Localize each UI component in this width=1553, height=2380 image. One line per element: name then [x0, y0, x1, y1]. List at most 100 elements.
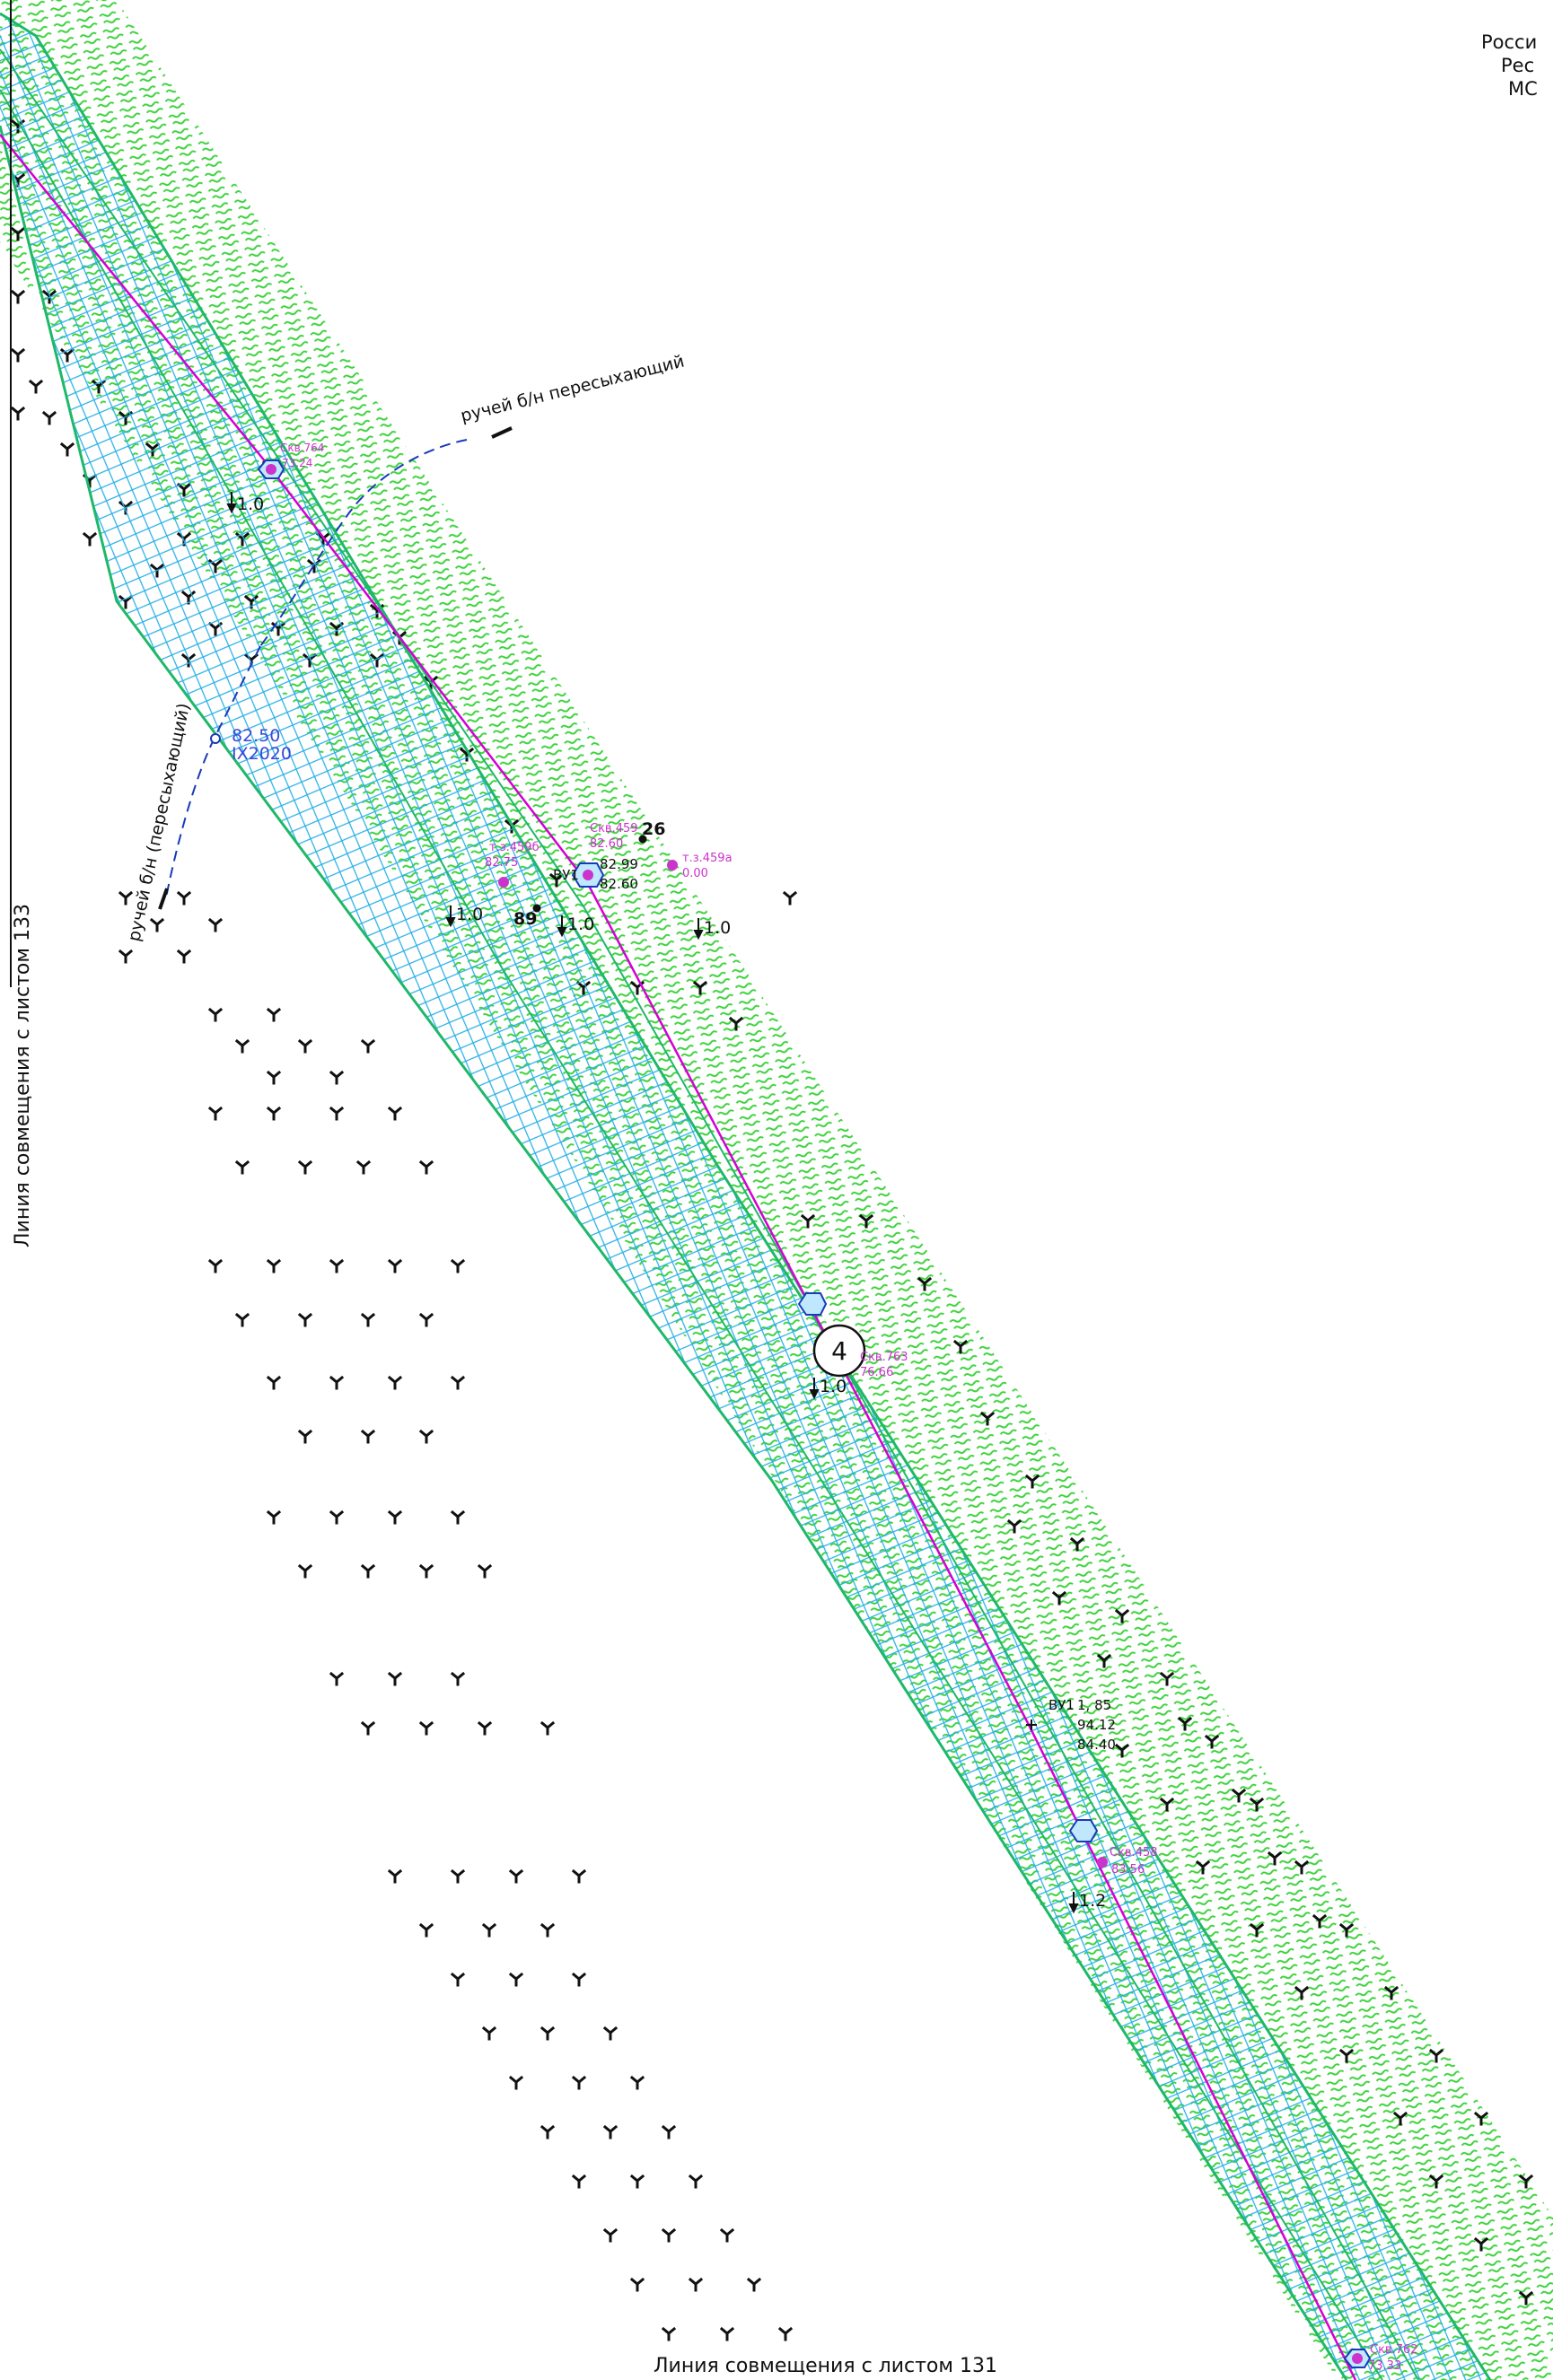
well-marker	[257, 459, 285, 479]
water-level-point	[210, 733, 221, 744]
tree-icon	[451, 1259, 465, 1273]
tree-icon	[630, 2278, 645, 2292]
well-marker	[1068, 1819, 1108, 1868]
survey-point	[638, 835, 647, 844]
bottom-match-line-label: Линия совмещения с листом 131	[654, 2355, 997, 2377]
tree-icon	[478, 1721, 492, 1736]
corner-title-line: МС	[1508, 78, 1538, 100]
control-point-elevation: 84.40	[1077, 1737, 1116, 1753]
depth-arrow-icon	[557, 915, 567, 938]
tree-icon	[329, 1672, 344, 1686]
tree-icon	[451, 1376, 465, 1390]
tree-icon	[630, 2174, 645, 2189]
tree-icon	[208, 918, 223, 932]
well-name: Скв.459	[590, 822, 638, 836]
survey-point	[532, 904, 541, 913]
tree-icon	[361, 1430, 375, 1444]
tree-icon	[540, 1923, 555, 1938]
tree-icon	[482, 1923, 496, 1938]
tree-icon	[361, 1564, 375, 1579]
tree-icon	[419, 1430, 434, 1444]
tree-icon	[572, 2076, 586, 2090]
tree-icon	[267, 1510, 281, 1525]
depth-value: 1.0	[567, 914, 594, 934]
corridor-line-2	[0, 89, 1383, 2380]
corner-title-line: Рес	[1501, 55, 1535, 76]
tree-icon	[540, 2026, 555, 2041]
well-marker	[571, 862, 605, 888]
tree-icon	[778, 2327, 793, 2341]
tree-icon	[603, 2026, 618, 2041]
tree-icon	[451, 1672, 465, 1686]
well-marker	[797, 1292, 828, 1316]
stream-upper-arrow-icon	[491, 426, 513, 439]
tree-icon	[478, 1564, 492, 1579]
tree-icon	[720, 2327, 734, 2341]
well-marker	[1343, 2349, 1372, 2368]
tree-icon	[208, 1008, 223, 1022]
depth-value: 1.0	[704, 918, 731, 938]
sounding-marker	[498, 877, 509, 888]
control-point-elevation: 82.99	[600, 856, 638, 872]
tree-icon	[388, 1672, 402, 1686]
tree-icon	[329, 1510, 344, 1525]
tree-icon	[329, 1376, 344, 1390]
tree-icon	[298, 1039, 312, 1054]
tree-icon	[11, 348, 25, 363]
tree-icon	[419, 1564, 434, 1579]
tree-icon	[356, 1160, 371, 1175]
corridor-line-1	[0, 48, 1419, 2380]
well-value: 73.33	[1368, 2359, 1401, 2373]
depth-value: 1.0	[820, 1377, 847, 1396]
corridor-zone	[0, 13, 1490, 2380]
tree-icon	[329, 1071, 344, 1085]
tree-icon	[388, 1510, 402, 1525]
tree-icon	[361, 1039, 375, 1054]
corner-title-line: Росси	[1481, 31, 1538, 53]
depth-arrow-icon	[1068, 1892, 1079, 1914]
tree-icon	[388, 1869, 402, 1884]
tree-icon	[235, 1160, 250, 1175]
tree-icon	[235, 1039, 250, 1054]
tree-icon	[720, 2228, 734, 2243]
tree-icon	[451, 1510, 465, 1525]
well-value: 76.66	[860, 1366, 893, 1379]
survey-point-number: 26	[642, 819, 665, 839]
tree-icon	[298, 1160, 312, 1175]
tree-icon	[298, 1564, 312, 1579]
control-point-name: ВУ1	[553, 867, 579, 883]
depth-value: 1.2	[1079, 1891, 1106, 1911]
tree-icon	[11, 407, 25, 421]
km-marker-number: 4	[831, 1336, 847, 1366]
sounding-value: 0.00	[682, 867, 708, 880]
tree-icon	[208, 1107, 223, 1121]
depth-arrow-icon	[693, 918, 704, 941]
corner-title-block: Росси Рес МС	[1481, 31, 1553, 101]
tree-icon	[267, 1376, 281, 1390]
water-level-date: IX2020	[232, 744, 292, 764]
tree-icon	[783, 891, 797, 906]
well-value: 83.56	[1111, 1863, 1145, 1877]
tree-icon	[208, 1259, 223, 1273]
tree-icon	[388, 1259, 402, 1273]
tree-icon	[177, 949, 191, 964]
tree-icon	[388, 1107, 402, 1121]
tree-icon	[83, 532, 97, 547]
tree-icon	[603, 2228, 618, 2243]
tree-icon	[118, 949, 133, 964]
tree-icon	[60, 442, 75, 457]
tree-icon	[42, 411, 57, 425]
tree-icon	[298, 1430, 312, 1444]
tree-icon	[361, 1721, 375, 1736]
tree-icon	[451, 1973, 465, 1987]
corridor-border-inner	[0, 125, 1348, 2380]
crosshair-icon	[1026, 1719, 1037, 1730]
tree-icon	[419, 1923, 434, 1938]
tree-icon	[267, 1107, 281, 1121]
tree-icon	[689, 2278, 703, 2292]
tree-icon	[572, 2174, 586, 2189]
well-name: Скв.763	[860, 1351, 908, 1364]
well-name: Скв.458	[1110, 1846, 1158, 1859]
